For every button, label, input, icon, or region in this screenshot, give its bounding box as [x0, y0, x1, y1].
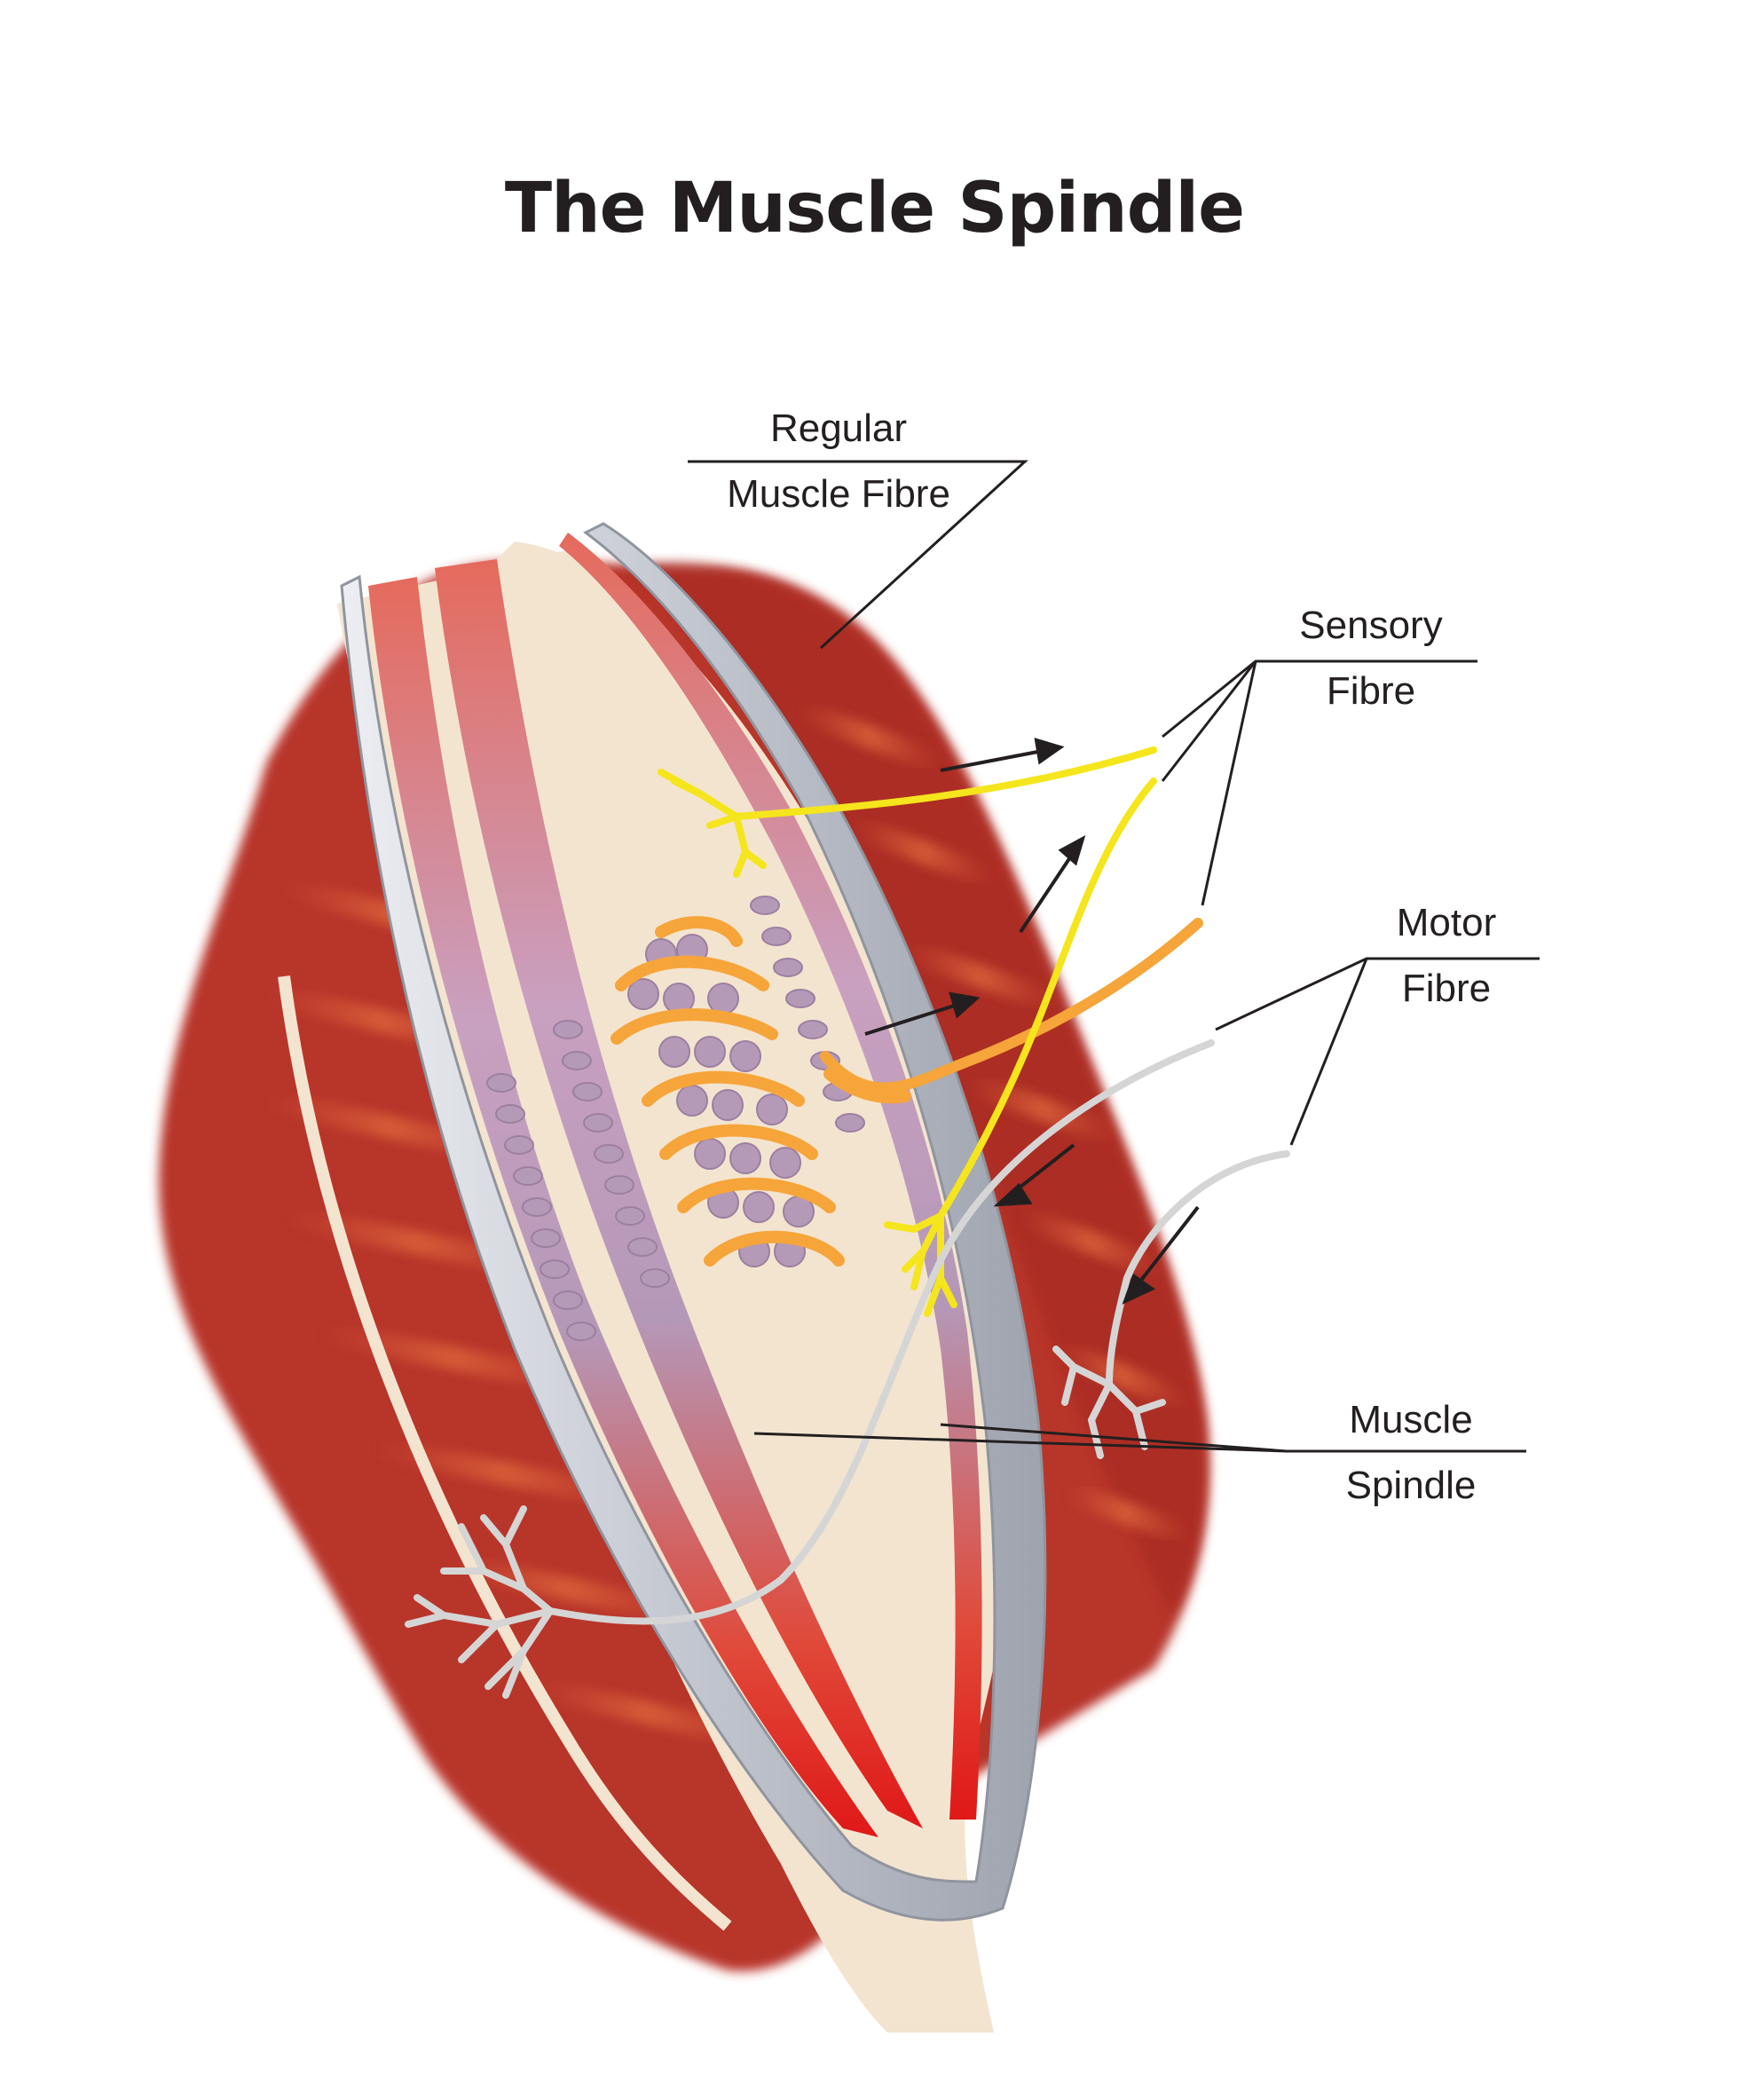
sensory-fibres	[658, 746, 1157, 1317]
label-motor-line2: Fibre	[1401, 967, 1492, 1010]
label-spindle-line2: Spindle	[1345, 1464, 1477, 1507]
leader-lines	[688, 460, 1540, 1453]
connective-strand	[278, 975, 732, 1931]
annulospiral-endings	[611, 916, 911, 1267]
label-sensory-fibre: Sensory Fibre	[1260, 604, 1482, 714]
label-muscle-spindle: Muscle Spindle	[1296, 1398, 1526, 1508]
label-motor-fibre: Motor Fibre	[1349, 901, 1544, 1011]
label-spindle-line1: Muscle	[1349, 1398, 1473, 1441]
motor-fibre-orange	[820, 918, 1203, 1093]
label-regular-line1: Regular	[769, 407, 908, 450]
motor-fibres-grey	[405, 1039, 1290, 1699]
diagram-title: The Muscle Spindle	[504, 169, 1245, 249]
label-regular-muscle-fibre: Regular Muscle Fibre	[692, 407, 985, 517]
spindle-capsule	[340, 522, 1047, 1922]
label-sensory-line1: Sensory	[1299, 604, 1443, 647]
nuclei	[486, 896, 865, 1341]
label-regular-line2: Muscle Fibre	[727, 472, 950, 516]
flow-arrows	[864, 738, 1200, 1305]
label-sensory-line2: Fibre	[1326, 669, 1416, 713]
label-motor-line1: Motor	[1396, 901, 1497, 944]
